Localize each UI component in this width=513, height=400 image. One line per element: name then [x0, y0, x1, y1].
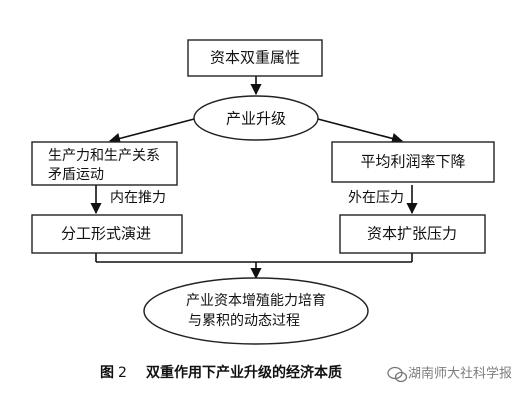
- edge-upgrade-to-profit-rate: [313, 117, 404, 144]
- node-dynamic-process: [143, 277, 369, 345]
- node-result-line2: 与累积的动态过程: [188, 313, 300, 329]
- figure-caption-label: 图: [100, 365, 114, 381]
- watermark-text: 湖南师大社科学报: [408, 366, 512, 382]
- node-contradiction-line1: 生产力和生产关系: [48, 148, 160, 164]
- wechat-icon: [387, 366, 408, 383]
- node-industry-upgrade: [193, 95, 319, 141]
- node-profit-rate-label: 平均利润率下降: [360, 153, 465, 171]
- node-division-of-labor: [31, 214, 183, 254]
- node-industry-upgrade-label: 产业升级: [226, 110, 286, 128]
- figure-caption-number: 2: [118, 365, 127, 381]
- edge-upgrade-to-contradiction: [108, 117, 199, 144]
- node-contradiction-line2: 矛盾运动: [48, 167, 104, 183]
- node-capital-dual-attribute: [187, 39, 323, 77]
- node-capital-expansion-pressure: [339, 214, 486, 254]
- figure-caption-title: 双重作用下产业升级的经济本质: [146, 364, 342, 381]
- node-result-line1: 产业资本增殖能力培育: [186, 292, 326, 309]
- edge-label-external-pressure: 外在压力: [348, 190, 404, 206]
- node-capital-dual-attribute-label: 资本双重属性: [210, 49, 300, 67]
- node-contradiction-movement: [31, 141, 178, 186]
- node-division-of-labor-label: 分工形式演进: [61, 225, 151, 243]
- node-profit-rate-decline: [331, 141, 495, 183]
- edge-label-internal-force: 内在推力: [110, 190, 166, 206]
- node-capital-expansion-label: 资本扩张压力: [367, 225, 457, 243]
